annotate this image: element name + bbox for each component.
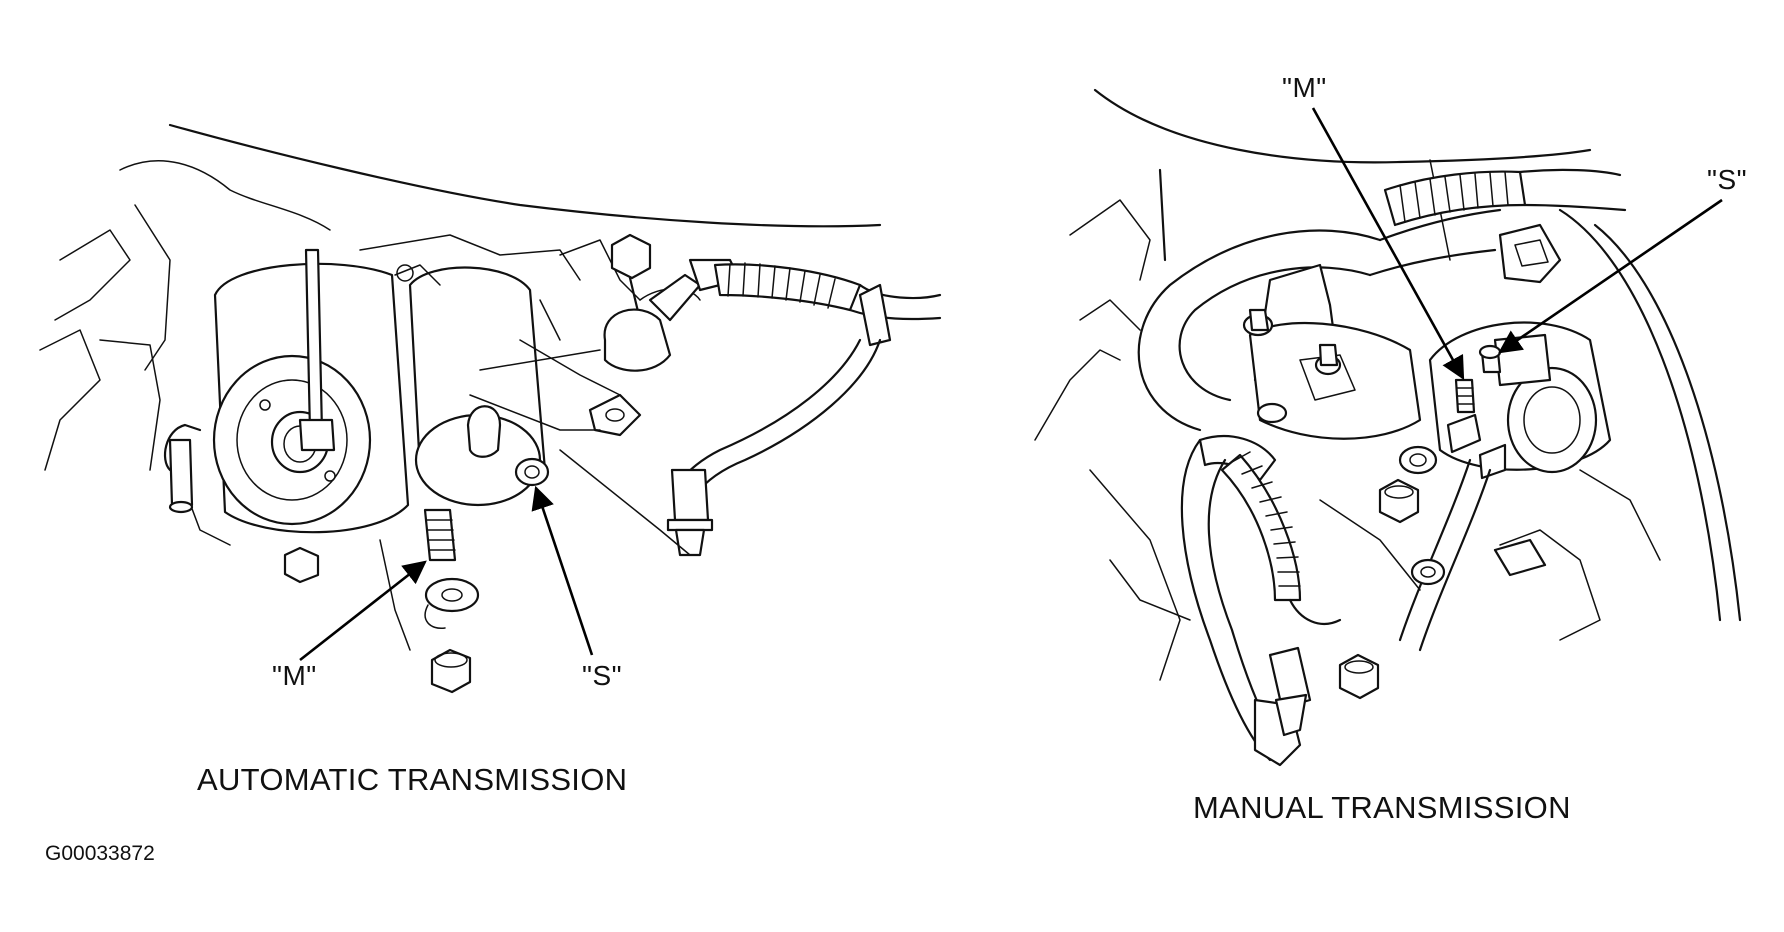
s-leader-left bbox=[531, 485, 594, 656]
auto-transmission-caption: AUTOMATIC TRANSMISSION bbox=[197, 762, 628, 797]
manual-transmission-illustration bbox=[1034, 88, 1742, 767]
automatic-transmission-illustration bbox=[39, 123, 942, 694]
manual-m-label: "M" bbox=[1282, 72, 1327, 103]
auto-s-label: "S" bbox=[582, 660, 623, 691]
manual-s-label: "S" bbox=[1707, 164, 1748, 195]
m-leader-left bbox=[299, 560, 427, 662]
m-leader-right bbox=[1311, 107, 1465, 381]
s-leader-right bbox=[1498, 198, 1723, 354]
figure-id: G00033872 bbox=[45, 842, 155, 865]
manual-transmission-caption: MANUAL TRANSMISSION bbox=[1193, 790, 1571, 825]
auto-m-label: "M" bbox=[272, 660, 317, 691]
